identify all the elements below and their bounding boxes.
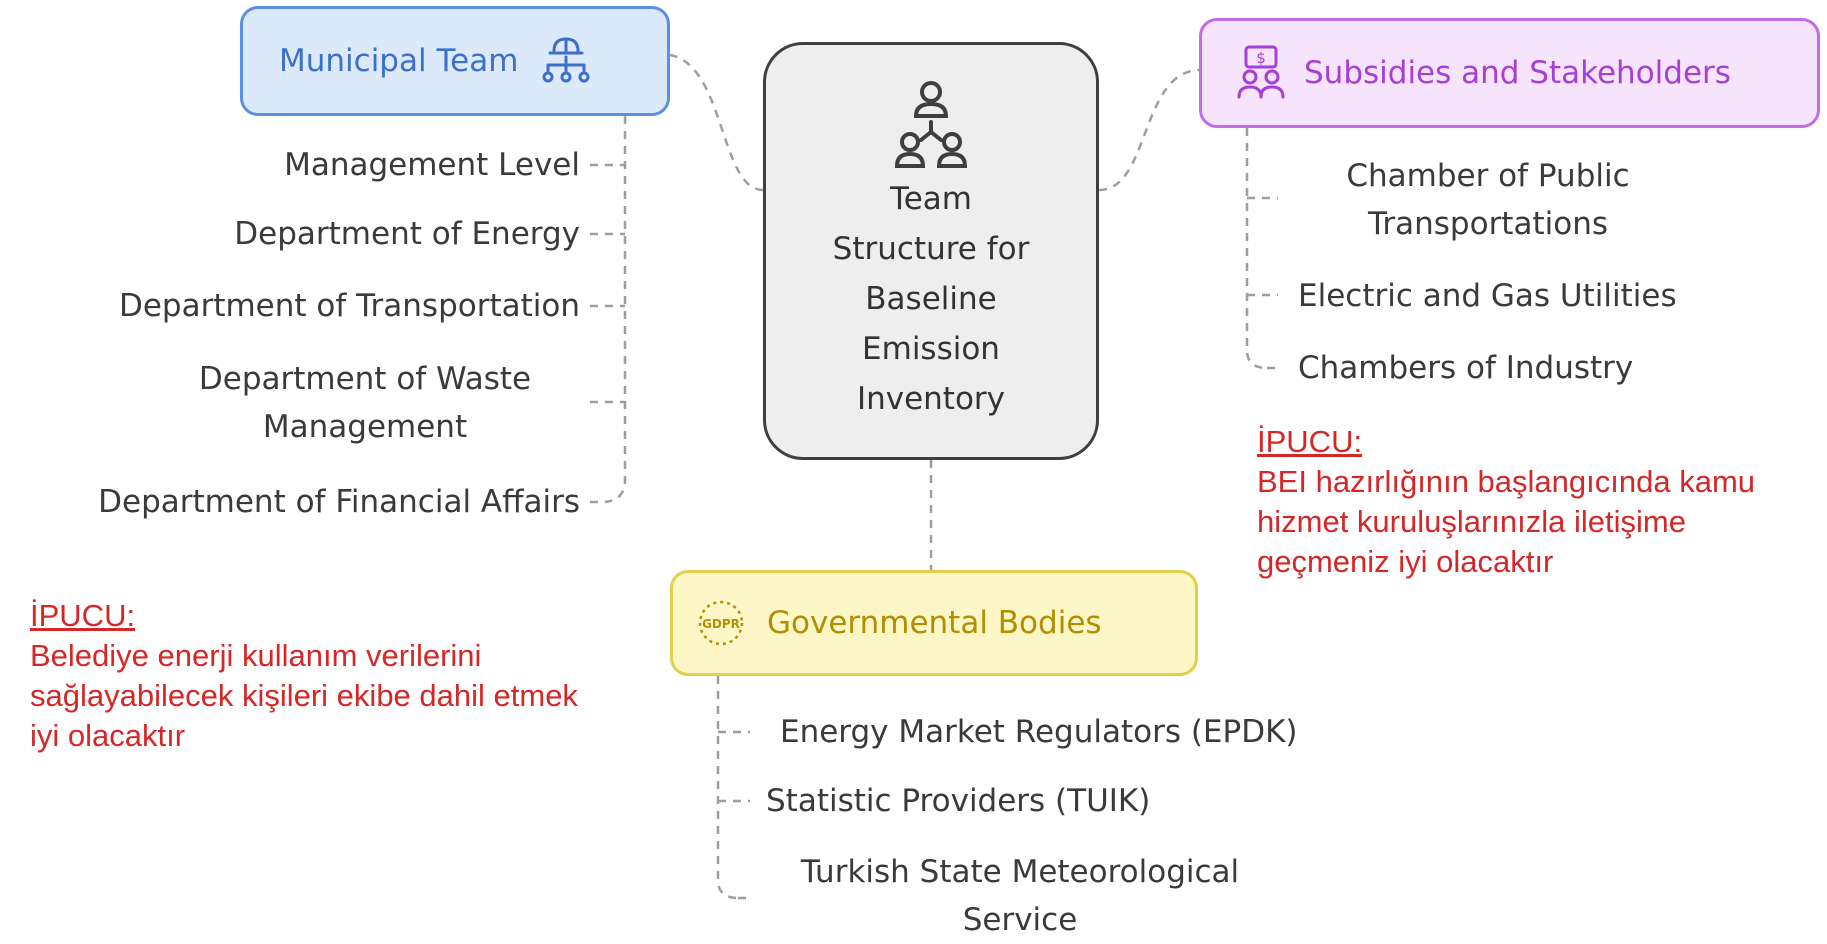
subsidies-item: Chambers of Industry (1298, 350, 1634, 386)
team-hierarchy-icon (894, 78, 968, 174)
tip-utilities: İPUCU: BEI hazırlığının başlangıcında ka… (1257, 422, 1802, 582)
central-title-line: Baseline (865, 281, 997, 317)
central-title-line: Emission (862, 331, 1000, 367)
municipal-item: Department of Energy (234, 216, 580, 252)
governmental-label: Governmental Bodies (767, 605, 1102, 641)
municipal-item: Department of Transportation (118, 288, 580, 324)
governmental-bodies-node[interactable]: GDPR Governmental Bodies (670, 570, 1198, 676)
tip-text: BEI hazırlığının başlangıcında kamu hizm… (1257, 464, 1756, 579)
tip-municipal-data: İPUCU: Belediye enerji kullanım verileri… (30, 596, 595, 756)
governmental-item: Statistic Providers (TUIK) (766, 783, 1151, 819)
tip-title: İPUCU: (30, 598, 136, 633)
subsidies-label: Subsidies and Stakeholders (1304, 55, 1731, 91)
governmental-item: Energy Market Regulators (EPDK) (780, 714, 1298, 750)
subsidies-node[interactable]: $ Subsidies and Stakeholders (1199, 18, 1820, 128)
tip-title: İPUCU: (1257, 424, 1363, 459)
gdpr-badge-text: GDPR (702, 617, 740, 631)
gdpr-badge-icon: GDPR (697, 599, 745, 647)
subsidies-item: Electric and Gas Utilities (1298, 278, 1677, 314)
municipal-item: Management Level (284, 147, 580, 183)
municipal-team-label: Municipal Team (279, 43, 519, 79)
subsidies-item: Chamber of Public Transportations (1346, 158, 1630, 242)
org-chart-helmet-icon (540, 35, 592, 87)
funding-people-icon: $ (1236, 45, 1286, 101)
central-title-line: Team (890, 181, 972, 217)
municipal-team-node[interactable]: Municipal Team (240, 6, 670, 116)
central-node[interactable]: Team Structure for Baseline Emission Inv… (763, 42, 1099, 460)
central-title-line: Inventory (856, 381, 1006, 417)
governmental-item: Turkish State Meteorological Service (800, 854, 1240, 938)
municipal-item: Department of Financial Affairs (98, 484, 580, 520)
tip-text: Belediye enerji kullanım verilerini sağl… (30, 638, 578, 753)
central-title: Team Structure for Baseline Emission Inv… (801, 174, 1061, 424)
municipal-item: Department of Waste Management (198, 361, 532, 445)
central-title-line: Structure for (832, 231, 1030, 267)
svg-text:$: $ (1256, 49, 1266, 67)
